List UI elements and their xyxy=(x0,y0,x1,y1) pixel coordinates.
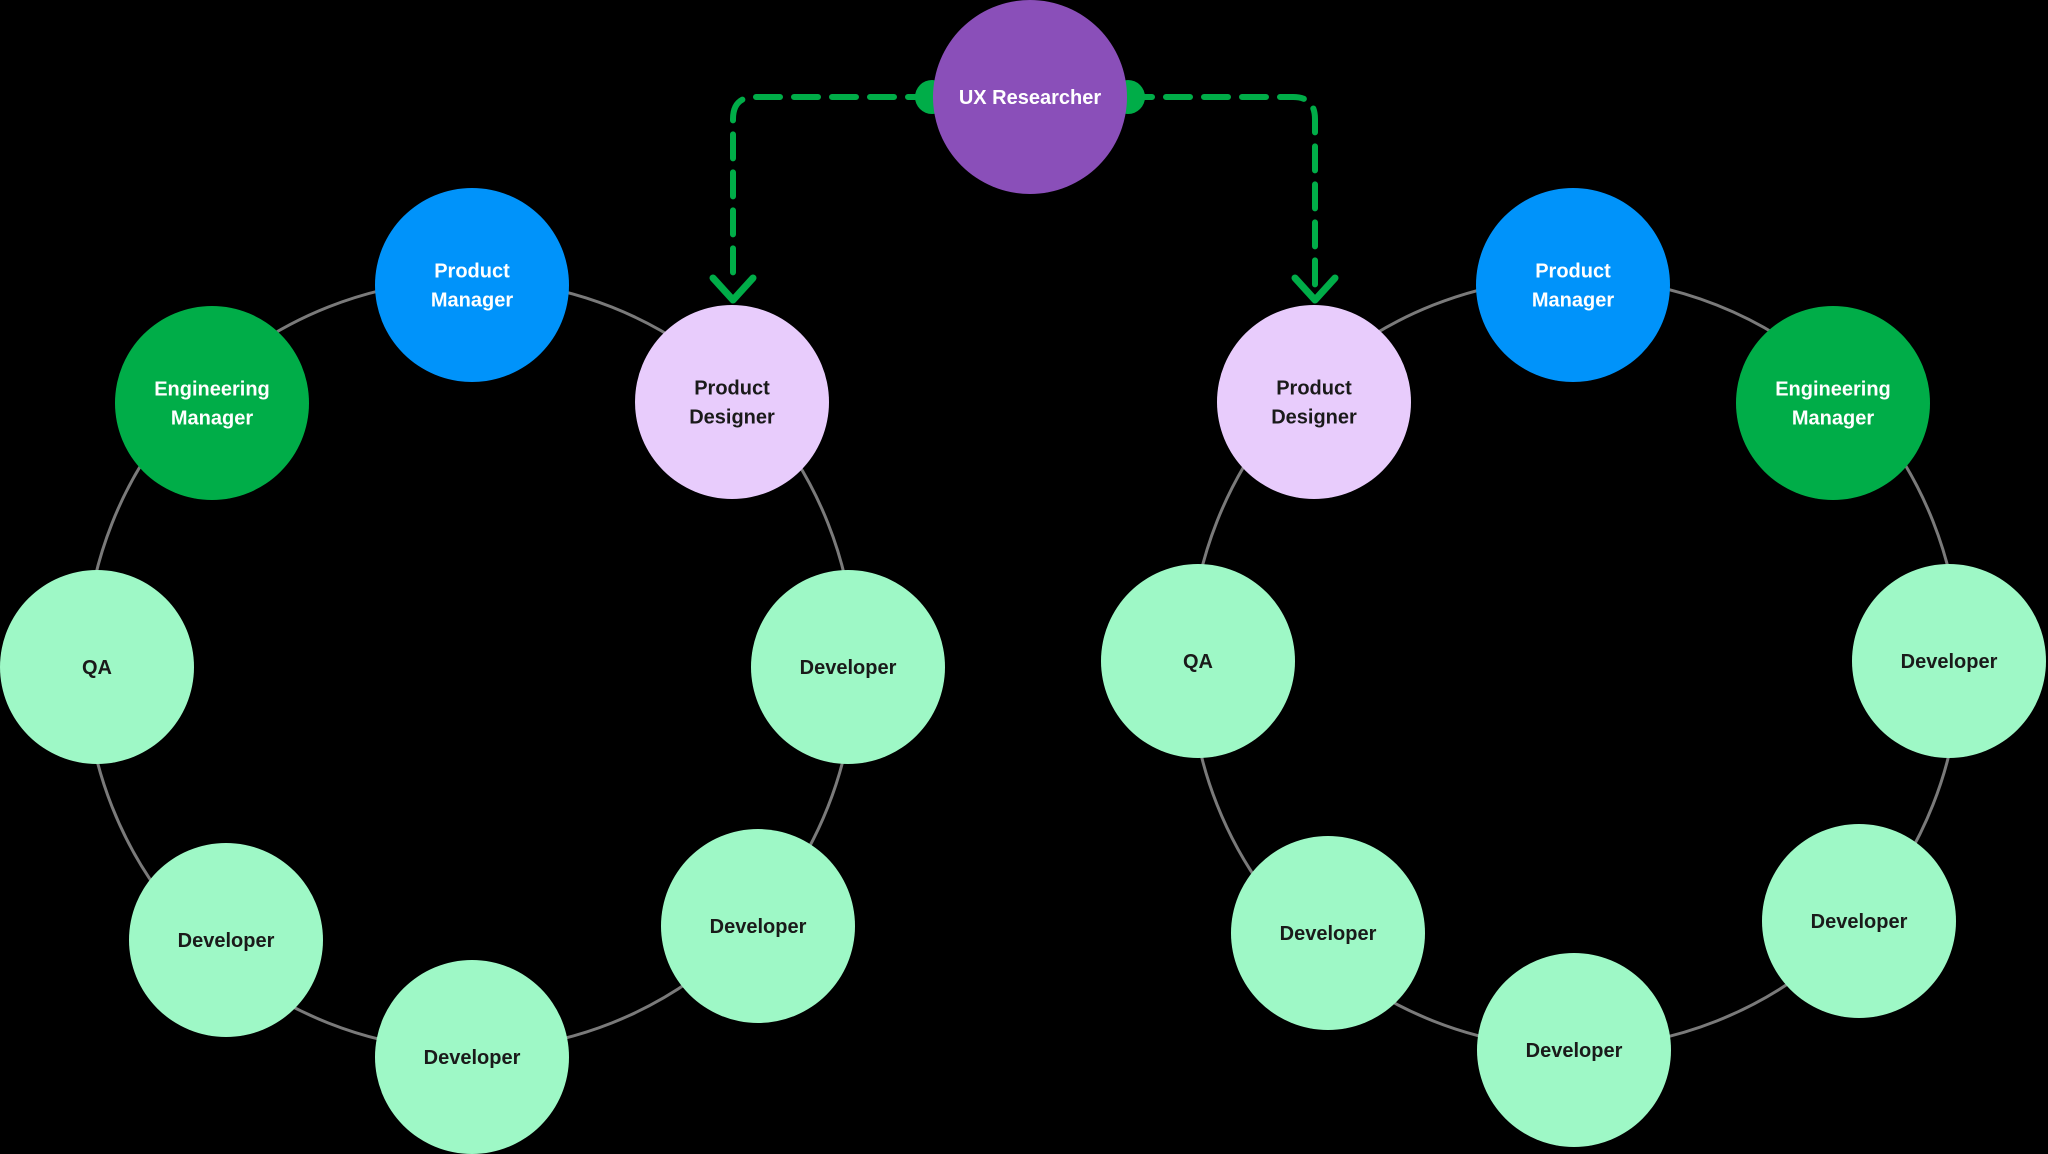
team-left-developer-node-8-label-line-1: Developer xyxy=(800,657,897,679)
team-left-developer-node-5-circle xyxy=(129,843,323,1037)
team-right-developer-node-5-circle xyxy=(1231,836,1425,1030)
team-left-developer-node-5-label-line-1: Developer xyxy=(178,930,275,952)
team-right-qa-node-4-circle xyxy=(1101,564,1295,758)
team-left-engineering-manager-node-2-label-line-1: Engineering xyxy=(154,379,270,401)
team-right-product-manager-node-1-circle xyxy=(1476,188,1670,382)
team-left-product-designer-node-3-label-line-2: Designer xyxy=(689,407,775,429)
team-left-engineering-manager-node-2-label-line-2: Manager xyxy=(171,408,253,430)
team-right-developer-node-6-circle xyxy=(1477,953,1671,1147)
team-left-product-manager-node-1-label-line-1: Product xyxy=(434,261,510,283)
team-right-product-designer-node-3-label-line-1: Product xyxy=(1276,378,1352,400)
team-left-engineering-manager-node-2-circle xyxy=(115,306,309,500)
team-left-developer-node-7[interactable]: Developer xyxy=(661,829,855,1023)
connector-to-right-designer xyxy=(1111,80,1339,304)
team-right-developer-node-8[interactable]: Developer xyxy=(1852,564,2046,758)
ux-researcher-node-circle xyxy=(933,0,1127,194)
team-left-product-manager-node-1-label-line-2: Manager xyxy=(431,290,513,312)
team-right-developer-node-8-circle xyxy=(1852,564,2046,758)
team-right-engineering-manager-node-2-label-line-2: Manager xyxy=(1792,408,1874,430)
team-right-product-designer-node-3-label-line-2: Designer xyxy=(1271,407,1357,429)
team-right-developer-node-7-label-line-1: Developer xyxy=(1811,911,1908,933)
team-left-developer-node-7-circle xyxy=(661,829,855,1023)
team-left-product-designer-node-3-label-line-1: Product xyxy=(694,378,770,400)
team-left-developer-node-6-circle xyxy=(375,960,569,1154)
team-left-product-designer-node-3-circle xyxy=(635,305,829,499)
team-left-qa-node-4-label-line-1: QA xyxy=(82,657,112,679)
team-right-engineering-manager-node-2-circle xyxy=(1736,306,1930,500)
ux-researcher-node[interactable]: UX Researcher xyxy=(933,0,1127,194)
connector-to-right-designer-line xyxy=(1125,94,1318,288)
team-rings xyxy=(83,276,1962,1052)
team-left-developer-node-6-label-line-1: Developer xyxy=(424,1047,521,1069)
connector-to-left-designer xyxy=(709,80,949,304)
ux-researcher-node-label-line-1: UX Researcher xyxy=(959,87,1102,109)
team-left-qa-node-4[interactable]: QA xyxy=(0,570,194,764)
team-right-developer-node-7[interactable]: Developer xyxy=(1762,824,1956,1018)
team-left-developer-node-8-circle xyxy=(751,570,945,764)
team-right-developer-node-5-label-line-1: Developer xyxy=(1280,923,1377,945)
arrowhead-icon xyxy=(709,274,757,304)
connector-to-left-designer-line xyxy=(730,94,935,288)
team-left-product-manager-node-1-circle xyxy=(375,188,569,382)
team-left-developer-node-8[interactable]: Developer xyxy=(751,570,945,764)
team-right-engineering-manager-node-2-label-line-1: Engineering xyxy=(1775,379,1891,401)
team-right-product-manager-node-1-label-line-2: Manager xyxy=(1532,290,1614,312)
team-right-developer-node-5[interactable]: Developer xyxy=(1231,836,1425,1030)
team-right-developer-node-8-label-line-1: Developer xyxy=(1901,651,1998,673)
team-right-developer-node-6[interactable]: Developer xyxy=(1477,953,1671,1147)
team-right-developer-node-6-label-line-1: Developer xyxy=(1526,1040,1623,1062)
team-right-qa-node-4-label-line-1: QA xyxy=(1183,651,1213,673)
team-right-qa-node-4[interactable]: QA xyxy=(1101,564,1295,758)
team-left-developer-node-5[interactable]: Developer xyxy=(129,843,323,1037)
team-left-developer-node-7-label-line-1: Developer xyxy=(710,916,807,938)
team-right-developer-node-7-circle xyxy=(1762,824,1956,1018)
team-right-product-manager-node-1-label-line-1: Product xyxy=(1535,261,1611,283)
team-left-qa-node-4-circle xyxy=(0,570,194,764)
team-left-developer-node-6[interactable]: Developer xyxy=(375,960,569,1154)
team-right-product-designer-node-3-circle xyxy=(1217,305,1411,499)
arrowhead-icon xyxy=(1291,274,1339,304)
